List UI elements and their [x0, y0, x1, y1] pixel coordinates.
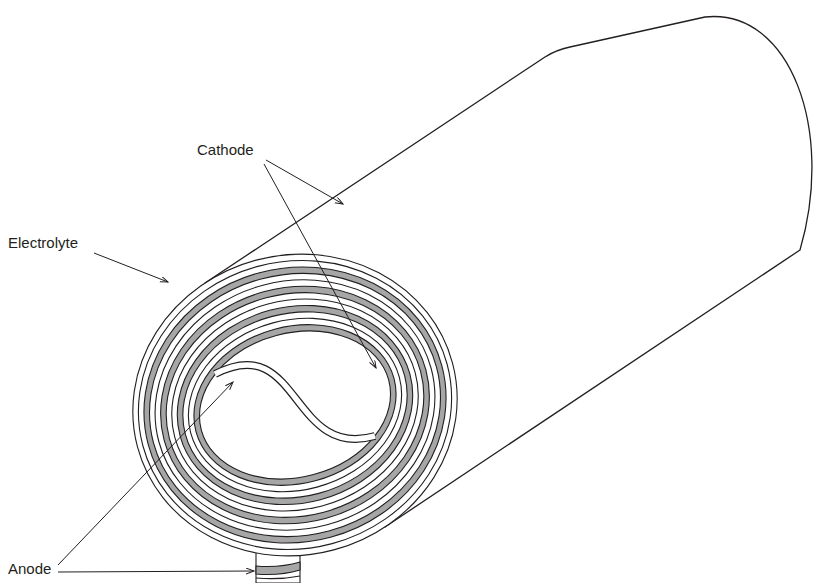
- leader-line: [266, 160, 343, 204]
- part-label: Cathode: [197, 141, 254, 159]
- core-hole: [183, 310, 408, 499]
- part-label: Anode: [8, 560, 51, 578]
- electrolyte-layer: [113, 233, 478, 576]
- electrode-layer: [120, 241, 471, 569]
- leader-lines: [58, 160, 376, 572]
- spiral-winding: [99, 218, 492, 583]
- electrode-layer: [106, 226, 485, 583]
- electrode-layer: [99, 218, 492, 583]
- leader-line: [264, 164, 376, 368]
- leader-line: [94, 253, 168, 282]
- tail-line: [256, 576, 300, 579]
- electrode-layer: [169, 295, 422, 515]
- leader-line: [58, 382, 233, 565]
- electrolyte-layer: [134, 256, 457, 553]
- inner-fold: [215, 365, 375, 439]
- electrode-layer: [162, 287, 429, 523]
- tail-band: [256, 562, 300, 575]
- inner-fold-outline: [215, 365, 375, 439]
- electrode-layer: [148, 272, 443, 538]
- electrode-layer: [127, 249, 464, 562]
- electrode-layer: [141, 264, 450, 546]
- electrolyte-layer: [155, 280, 436, 531]
- leader-line: [58, 571, 254, 572]
- part-label: Electrolyte: [8, 234, 78, 252]
